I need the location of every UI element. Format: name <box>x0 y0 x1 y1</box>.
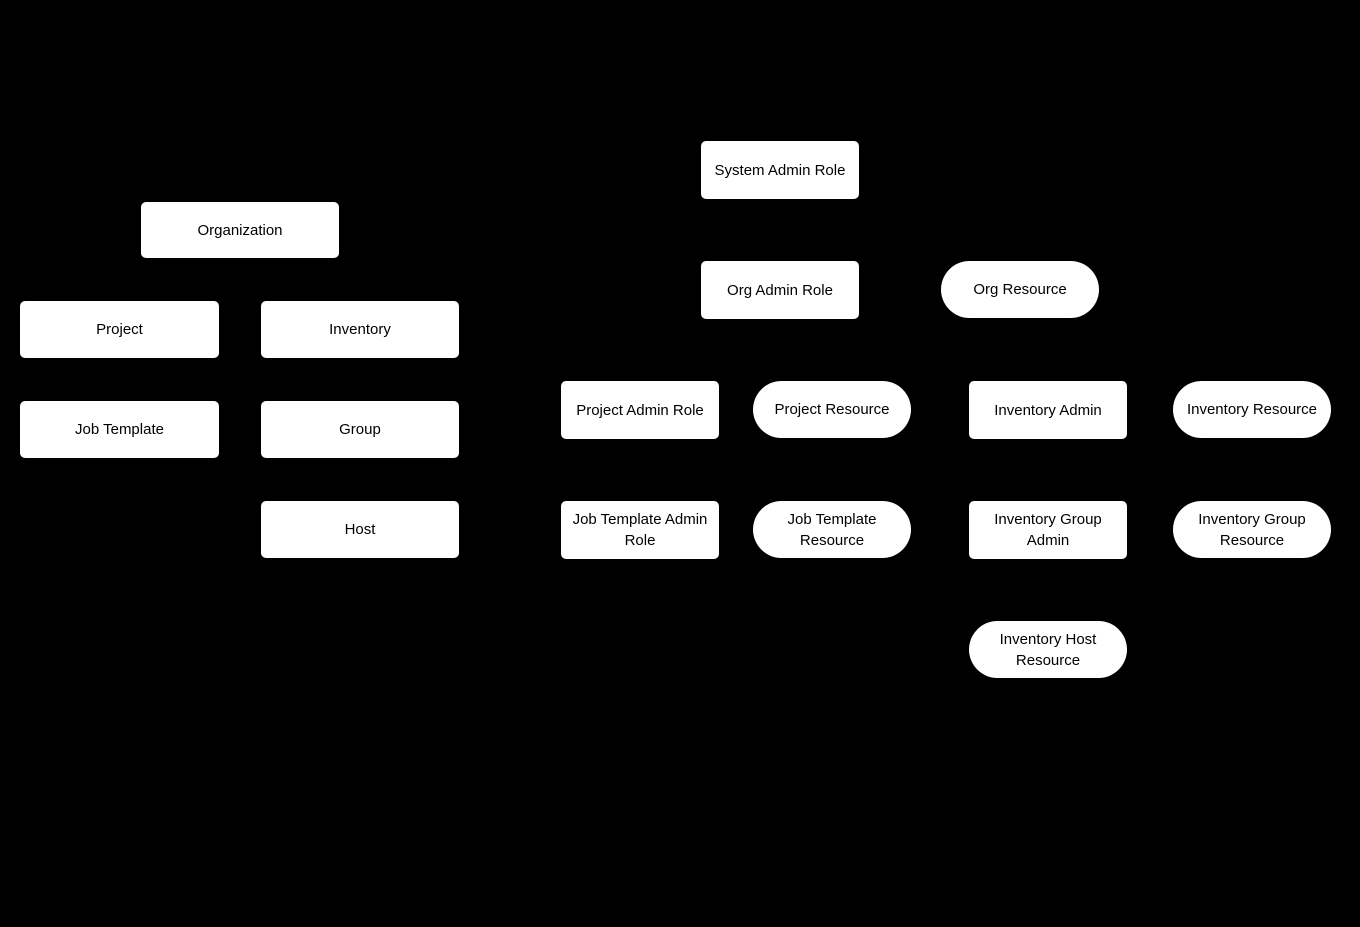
node-project-admin-role: Project Admin Role <box>561 381 719 439</box>
node-system-admin-role: System Admin Role <box>701 141 859 199</box>
node-inventory-group-resource: Inventory Group Resource <box>1173 501 1331 558</box>
node-label: Inventory Group Resource <box>1198 510 1306 549</box>
node-job-template-resource: Job Template Resource <box>753 501 911 558</box>
node-label: Inventory Host Resource <box>999 630 1097 669</box>
node-label: Job Template Admin Role <box>572 511 708 549</box>
node-label: Project Admin Role <box>576 401 704 419</box>
node-label: Inventory <box>329 321 391 338</box>
node-label: Group <box>339 421 381 438</box>
node-label: System Admin Role <box>714 161 846 179</box>
node-job-template: Job Template <box>20 401 219 458</box>
node-project: Project <box>20 301 219 358</box>
node-label: Job Template Resource <box>787 510 877 549</box>
node-label: Org Admin Role <box>727 281 833 299</box>
node-project-resource: Project Resource <box>753 381 911 438</box>
node-job-template-admin-role: Job Template Admin Role <box>561 501 719 559</box>
node-organization: Organization <box>141 202 339 258</box>
node-label: Job Template <box>75 421 164 438</box>
node-host: Host <box>261 501 459 558</box>
node-label: Host <box>344 521 376 538</box>
node-inventory-host-resource: Inventory Host Resource <box>969 621 1127 678</box>
node-label: Organization <box>197 221 283 239</box>
node-label: Inventory Resource <box>1186 401 1318 418</box>
node-org-resource: Org Resource <box>941 261 1099 318</box>
node-inventory-admin: Inventory Admin <box>969 381 1127 439</box>
node-group: Group <box>261 401 459 458</box>
node-label: Project <box>96 321 143 338</box>
node-org-admin-role: Org Admin Role <box>701 261 859 319</box>
node-inventory-resource: Inventory Resource <box>1173 381 1331 438</box>
node-inventory-group-admin: Inventory Group Admin <box>969 501 1127 559</box>
node-label: Org Resource <box>973 281 1067 298</box>
node-label: Inventory Group Admin <box>994 511 1102 549</box>
node-inventory: Inventory <box>261 301 459 358</box>
node-label: Project Resource <box>774 401 890 418</box>
node-label: Inventory Admin <box>994 401 1102 419</box>
